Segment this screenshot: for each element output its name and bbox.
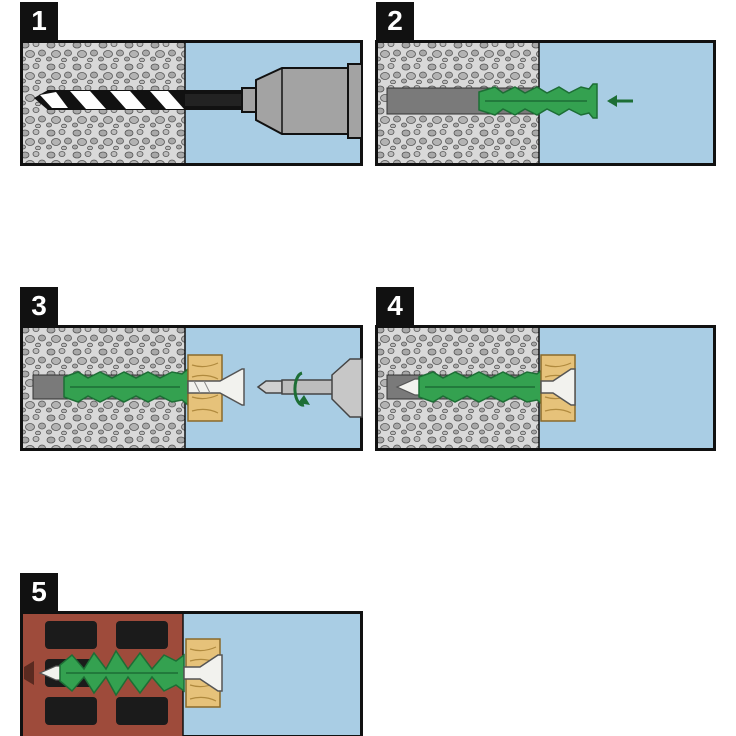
insert-plug-panel [375, 40, 716, 166]
screw-head-icon [540, 368, 576, 406]
screw-panel [20, 325, 363, 451]
screw-icon [187, 368, 245, 406]
wall-plug-icon [59, 649, 185, 697]
step-number-badge: 4 [376, 287, 414, 325]
rotate-arrow-icon [293, 371, 310, 407]
drill-chuck-icon [241, 63, 363, 139]
step-number-badge: 3 [20, 287, 58, 325]
drill-bit-icon [34, 90, 245, 110]
step-number-badge: 1 [20, 2, 58, 40]
screw-head-icon [183, 654, 223, 692]
step-number-badge: 2 [376, 2, 414, 40]
drilling-panel [20, 40, 363, 166]
fixed-concrete-panel [375, 325, 716, 451]
arrow-left-icon [607, 95, 633, 107]
wall-plug-icon [478, 83, 598, 119]
fixed-brick-panel [20, 611, 363, 736]
wall-plug-icon [63, 367, 189, 407]
step-number-badge: 5 [20, 573, 58, 611]
wall-plug-icon [418, 367, 544, 407]
